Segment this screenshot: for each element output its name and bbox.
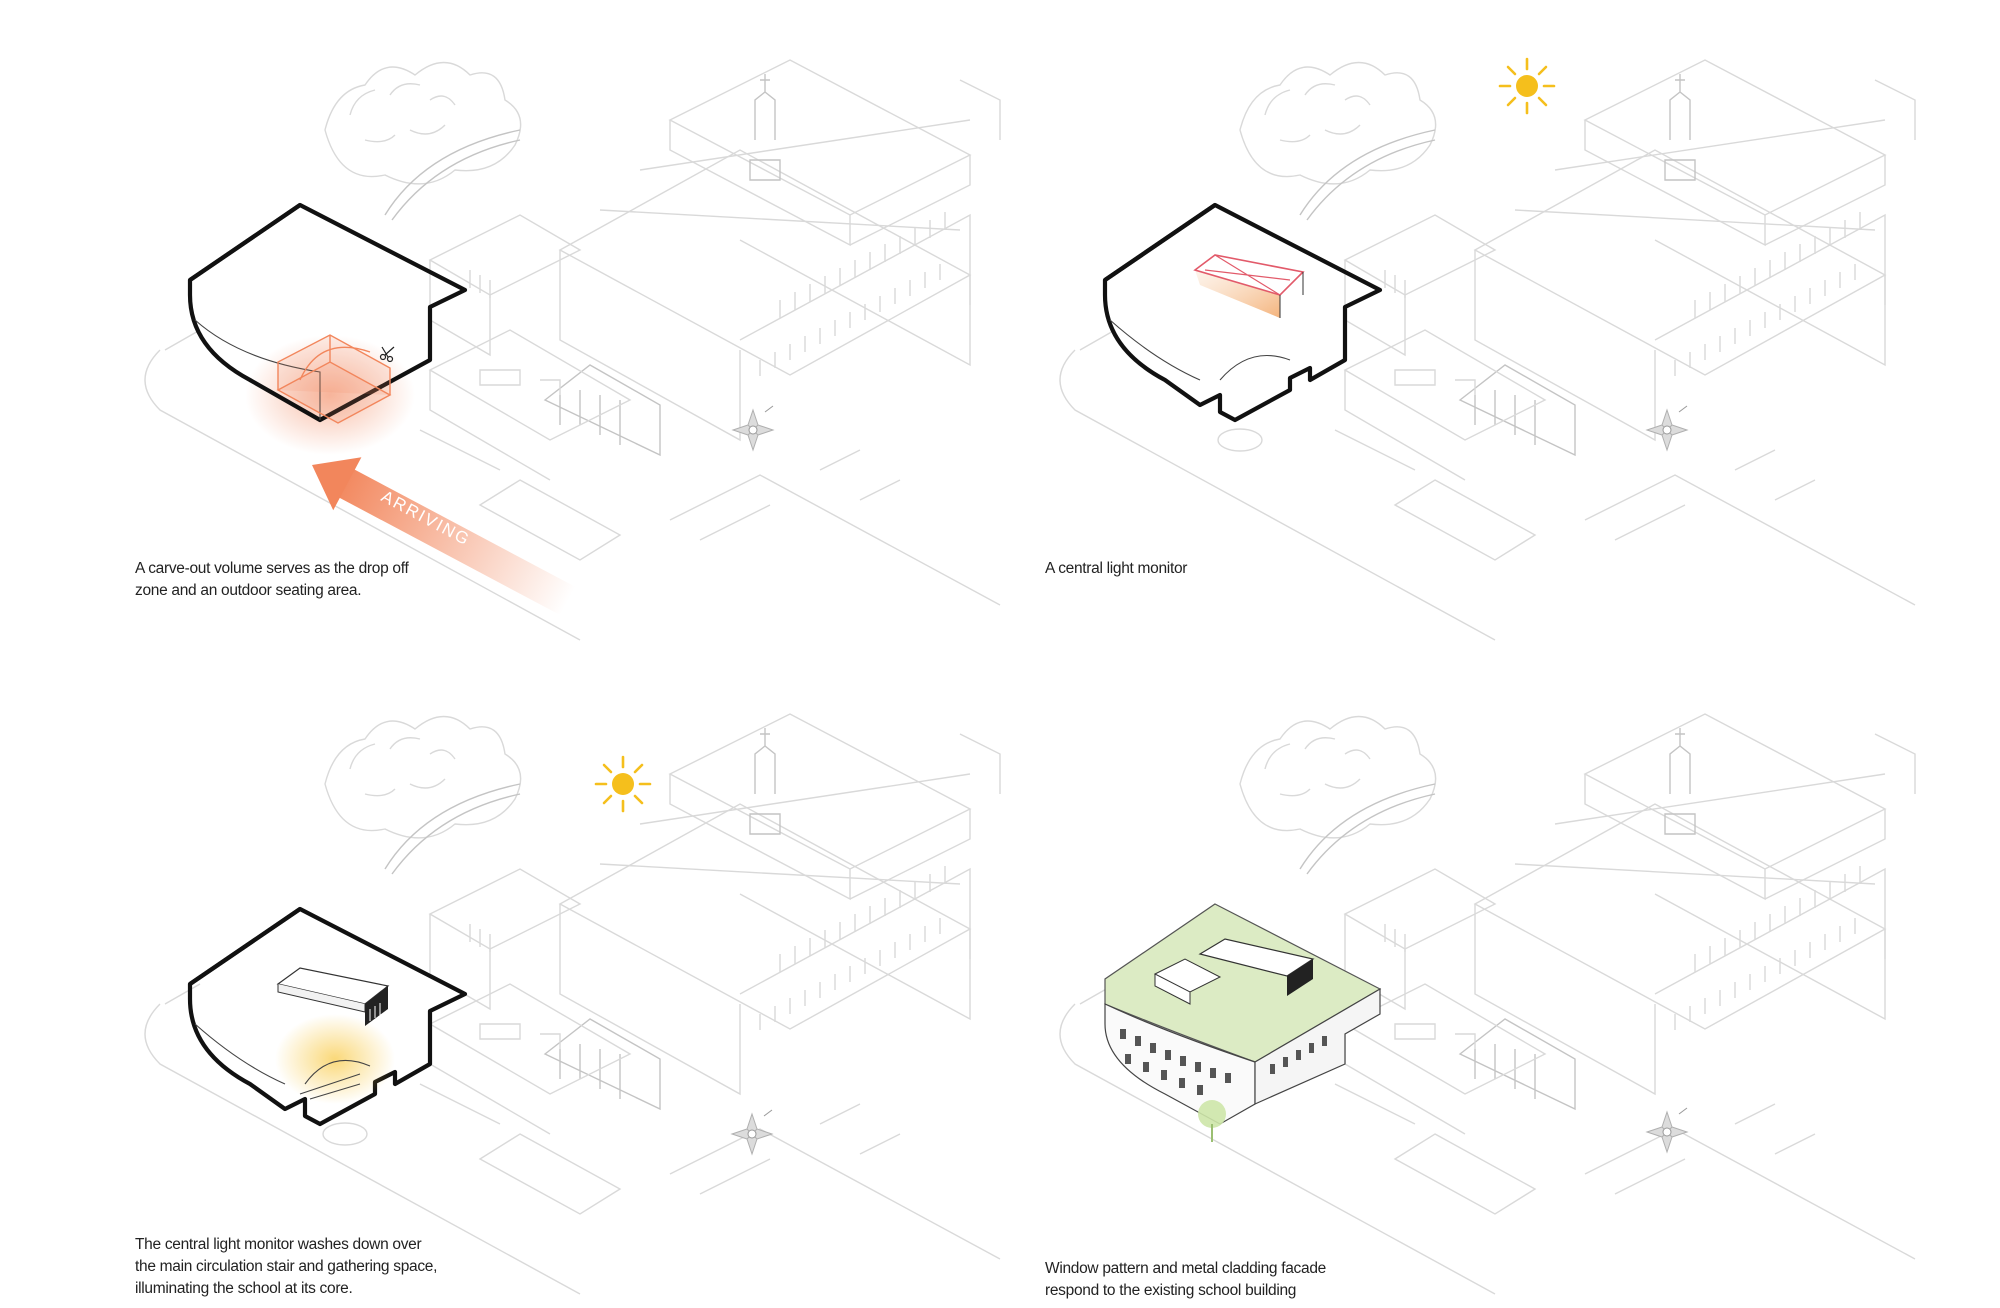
light-monitor bbox=[276, 967, 390, 1026]
caption-line: A carve-out volume serves as the drop of… bbox=[135, 560, 409, 577]
light-monitor bbox=[1193, 254, 1305, 318]
caption-line: the main circulation stair and gathering… bbox=[135, 1258, 438, 1275]
caption-line: illuminating the school at its core. bbox=[135, 1280, 353, 1297]
caption-line: Window pattern and metal cladding facade bbox=[1045, 1260, 1326, 1277]
campus-context bbox=[144, 713, 1001, 1295]
arrow-icon bbox=[312, 457, 576, 616]
compass-rose-icon bbox=[731, 1109, 773, 1155]
roundabout bbox=[322, 1122, 368, 1146]
compass-rose-icon bbox=[1646, 1107, 1688, 1153]
carve-out-glow bbox=[245, 335, 415, 455]
caption-line: A central light monitor bbox=[1045, 560, 1188, 577]
sun-icon bbox=[1498, 57, 1556, 115]
carve-out-box bbox=[276, 334, 392, 424]
facade-windows bbox=[1120, 1029, 1327, 1095]
diagram-carve-out: ARRIVING bbox=[144, 59, 1001, 641]
caption-light-monitor: A central light monitor bbox=[1045, 558, 1187, 580]
diagram-facade bbox=[1059, 713, 1916, 1295]
caption-carve-out: A carve-out volume serves as the drop of… bbox=[135, 558, 409, 602]
caption-facade: Window pattern and metal cladding facade… bbox=[1045, 1258, 1326, 1302]
new-volume-outline bbox=[1102, 202, 1383, 423]
new-volume-outline bbox=[187, 906, 468, 1127]
light-wash-glow bbox=[275, 1014, 395, 1104]
compass-rose-icon bbox=[1646, 405, 1688, 451]
panel-facade: Window pattern and metal cladding facade… bbox=[915, 654, 1916, 1308]
caption-light-wash: The central light monitor washes down ov… bbox=[135, 1234, 437, 1300]
campus-context bbox=[144, 59, 1001, 641]
campus-context bbox=[1059, 59, 1916, 641]
stair bbox=[299, 1059, 371, 1100]
sun-icon bbox=[594, 755, 652, 813]
caption-line: respond to the existing school building bbox=[1045, 1282, 1297, 1299]
tree-icon bbox=[1198, 1100, 1226, 1142]
roundabout bbox=[1217, 428, 1263, 452]
panel-light-wash: The central light monitor washes down ov… bbox=[0, 654, 1001, 1308]
new-volume-outline bbox=[187, 202, 468, 423]
caption-line: The central light monitor washes down ov… bbox=[135, 1236, 422, 1253]
compass-rose-icon bbox=[732, 405, 774, 451]
diagram-light-wash bbox=[144, 713, 1001, 1295]
caption-line: zone and an outdoor seating area. bbox=[135, 582, 362, 599]
panel-carve-out: ARRIVING A carve-out volume serves as th… bbox=[0, 0, 1001, 654]
scissors-icon bbox=[379, 346, 395, 363]
diagram-light-monitor bbox=[1059, 57, 1916, 641]
panel-light-monitor: A central light monitor bbox=[915, 0, 1916, 654]
light-monitor bbox=[1153, 938, 1315, 1005]
